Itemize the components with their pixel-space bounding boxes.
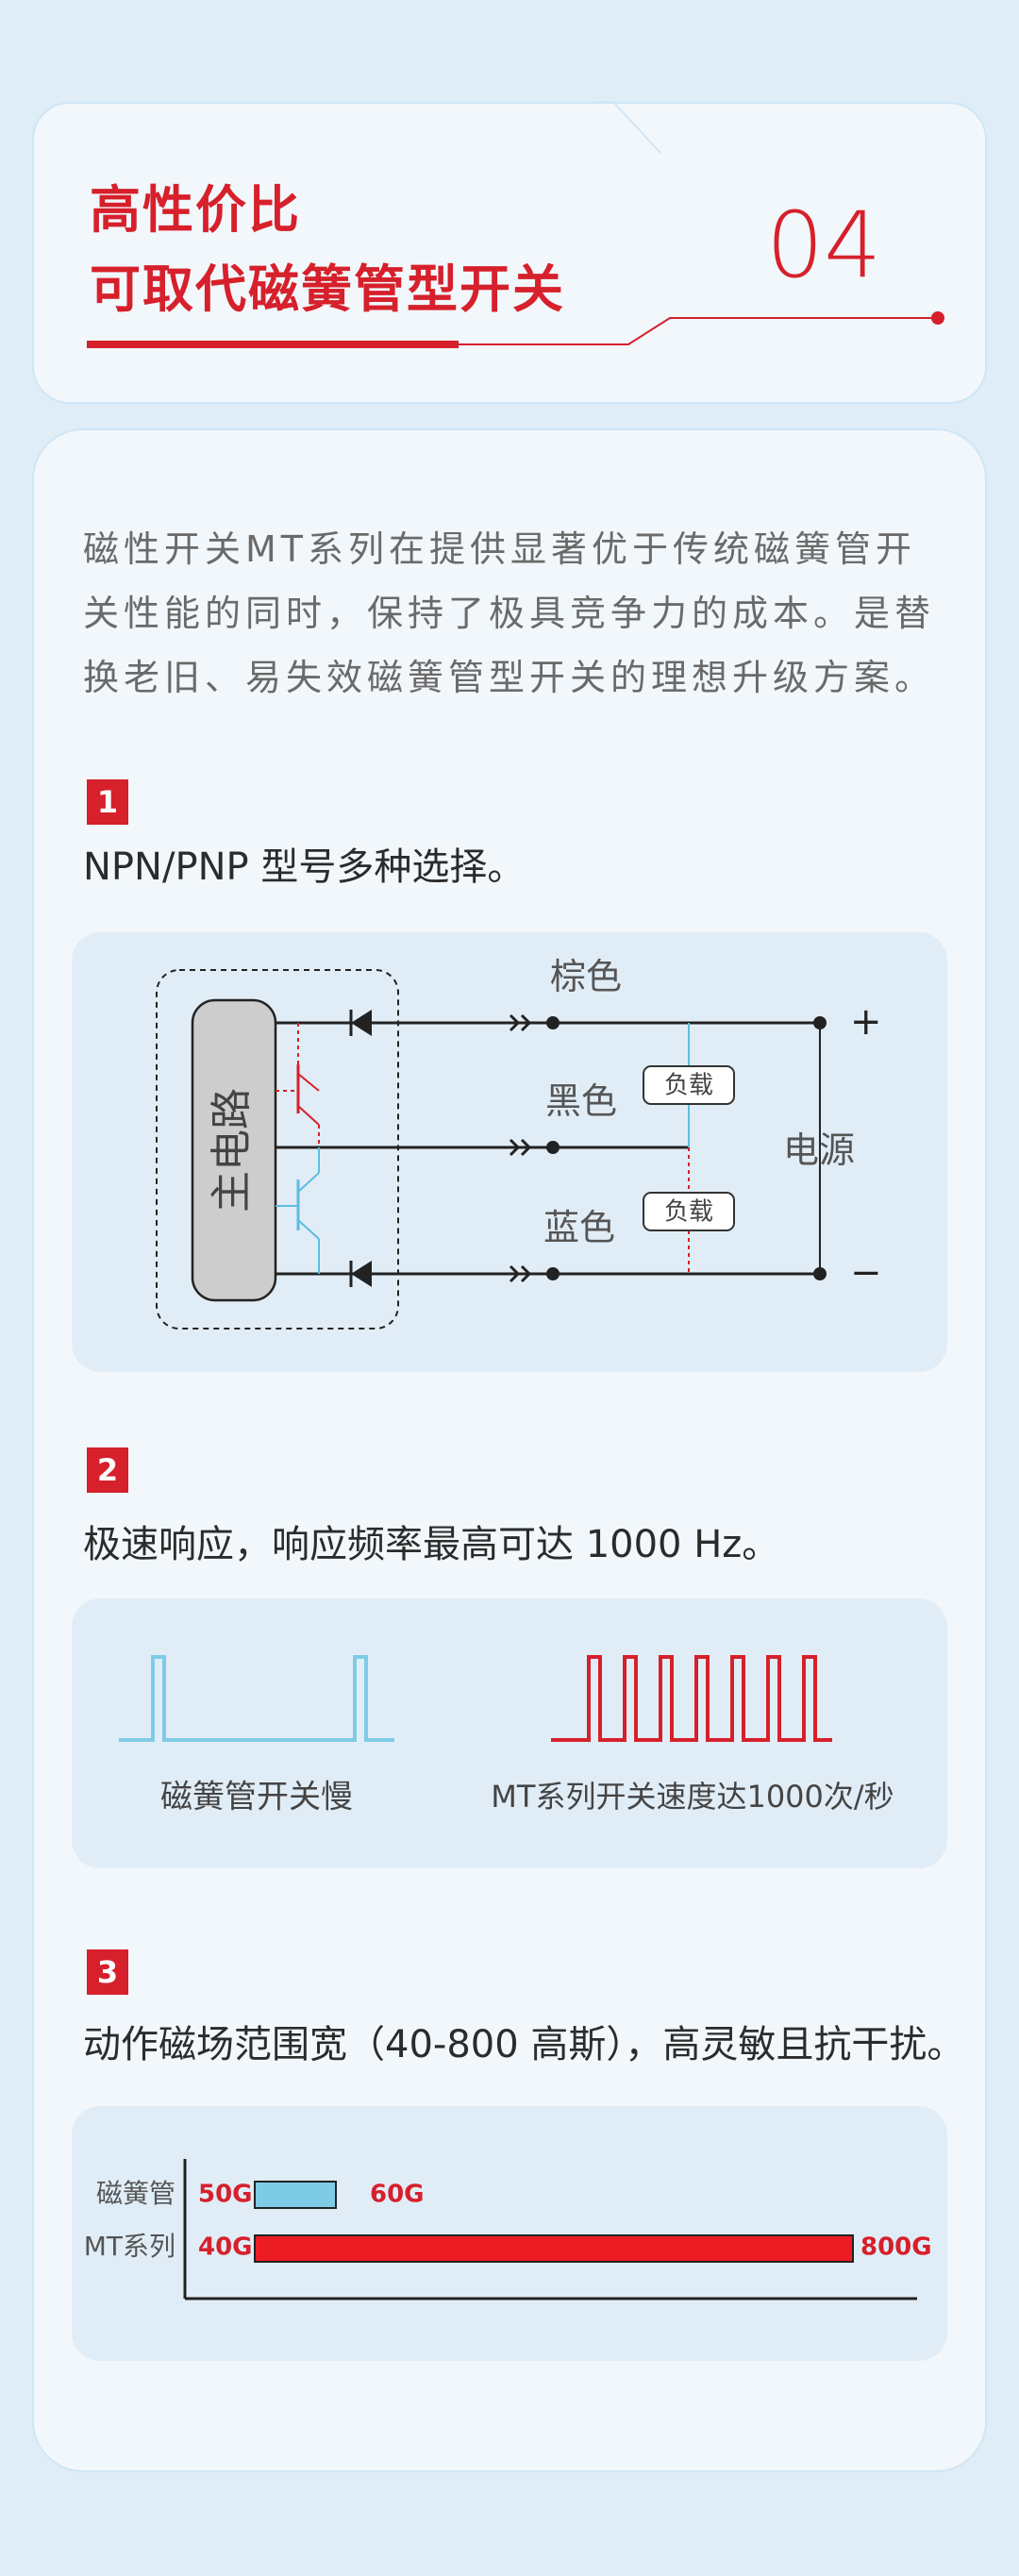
power-label: 电源 bbox=[783, 1129, 855, 1171]
header-card bbox=[32, 102, 987, 404]
range-row2-max: 800G bbox=[860, 2233, 932, 2262]
circuit-panel: 主电路 bbox=[72, 932, 947, 1372]
load-label-1: 负载 bbox=[664, 1072, 713, 1100]
range-panel: 磁簧管 MT系列 50G 60G 40G 800G bbox=[72, 2106, 947, 2361]
sensor-module-outline bbox=[156, 969, 399, 1330]
feature-text-2: 极速响应，响应频率最高可达 1000 Hz。 bbox=[83, 1523, 780, 1566]
range-row1-max: 60G bbox=[370, 2181, 425, 2209]
range-row1-label: 磁簧管 bbox=[96, 2178, 175, 2209]
speed-waveforms: 磁簧管开关慢 MT系列开关速度达1000次/秒 bbox=[119, 1655, 894, 1816]
header-notch-edge bbox=[594, 101, 661, 154]
speed-panel: 磁簧管开关慢 MT系列开关速度达1000次/秒 bbox=[72, 1598, 947, 1868]
slow-waveform bbox=[119, 1655, 394, 1742]
pnp-transistor bbox=[276, 1147, 320, 1274]
feature-text-3: 动作磁场范围宽（40-800 高斯），高灵敏且抗干扰。 bbox=[83, 2023, 965, 2066]
page-number: 04 bbox=[766, 192, 882, 298]
diode-top bbox=[351, 1010, 372, 1036]
fast-label: MT系列开关速度达1000次/秒 bbox=[491, 1779, 894, 1815]
intro-paragraph: 磁性开关MT系列在提供显著优于传统磁簧管开关性能的同时，保持了极具竞争力的成本。… bbox=[83, 528, 936, 698]
wiring-diagram: 主电路 bbox=[156, 956, 882, 1330]
wire-label-brown: 棕色 bbox=[550, 956, 622, 997]
wire-label-blue: 蓝色 bbox=[543, 1207, 615, 1248]
minus-sign: − bbox=[850, 1251, 882, 1295]
main-circuit-label: 主电路 bbox=[208, 1088, 256, 1213]
feature-badge-3: 3 bbox=[87, 1949, 128, 1995]
diode-bottom bbox=[351, 1261, 372, 1287]
feature-badge-1: 1 bbox=[87, 779, 128, 825]
feature-badge-2: 2 bbox=[87, 1447, 128, 1493]
main-circuit-block bbox=[191, 998, 277, 1302]
page-title-line2: 可取代磁簧管型开关 bbox=[90, 259, 565, 319]
page-title-line1: 高性价比 bbox=[90, 180, 301, 240]
npn-transistor bbox=[276, 1023, 320, 1147]
slow-label: 磁簧管开关慢 bbox=[160, 1779, 353, 1816]
mt-range-bar bbox=[254, 2234, 854, 2263]
range-row2-min: 40G bbox=[198, 2233, 253, 2262]
title-underline bbox=[87, 311, 944, 348]
range-row2-label: MT系列 bbox=[84, 2231, 175, 2262]
magnetic-range-chart: 磁簧管 MT系列 50G 60G 40G 800G bbox=[84, 2159, 932, 2300]
reed-range-bar bbox=[254, 2181, 337, 2209]
range-row1-min: 50G bbox=[198, 2181, 253, 2209]
load-label-2: 负载 bbox=[664, 1198, 713, 1227]
feature-text-1: NPN/PNP 型号多种选择。 bbox=[83, 845, 526, 889]
plus-sign: + bbox=[850, 1000, 882, 1044]
wire-label-black: 黑色 bbox=[545, 1080, 617, 1122]
fast-waveform bbox=[551, 1655, 832, 1742]
